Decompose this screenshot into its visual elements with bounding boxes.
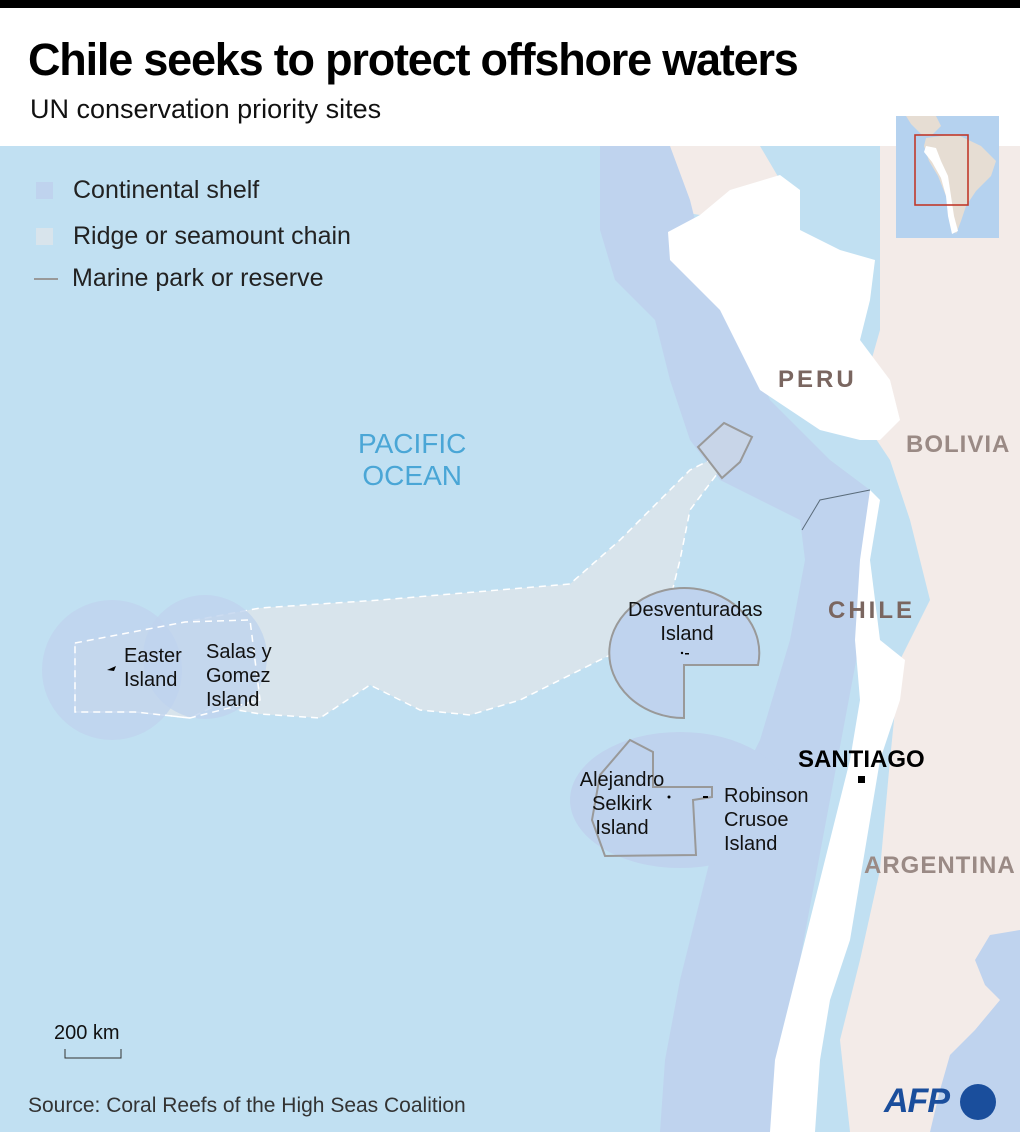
inset-graphic (906, 116, 996, 234)
ridge-swatch-icon (36, 228, 53, 245)
ocean-label-line2: OCEAN (362, 460, 462, 491)
island-label-line: Gomez (206, 665, 271, 687)
island-label-line: Island (206, 689, 260, 711)
legend-label: Ridge or seamount chain (73, 222, 351, 250)
legend-marine-park: Marine park or reserve (34, 264, 323, 293)
inset-locator-map (896, 116, 999, 238)
country-label-argentina: ARGENTINA (864, 852, 1016, 879)
reserve-north (696, 421, 754, 480)
inset-frame (914, 134, 969, 206)
island-label-alejandro-selkirk: Alejandro Selkirk Island (568, 768, 676, 840)
country-label-peru: PERU (778, 366, 857, 393)
island-label-line: Island (724, 833, 778, 855)
reserve-desventuradas (608, 587, 761, 720)
island-label-line: Island (595, 817, 649, 839)
reserve-juan-fernandez (590, 738, 713, 858)
ocean-label: PACIFIC OCEAN (358, 428, 466, 492)
country-label-chile: CHILE (828, 597, 915, 624)
source-credit: Source: Coral Reefs of the High Seas Coa… (28, 1094, 466, 1117)
legend-continental-shelf: Continental shelf (36, 176, 259, 205)
afp-logo: AFP (884, 1082, 950, 1120)
legend-label: Continental shelf (73, 176, 260, 204)
santiago-marker (858, 776, 865, 783)
island-label-easter: Easter Island (124, 644, 182, 692)
island-label-line: Alejandro (579, 769, 665, 791)
island-label-line: Desventuradas (628, 599, 763, 621)
island-label-line: Salas y (206, 641, 272, 663)
top-rule (0, 0, 1020, 8)
island-label-line: Robinson (724, 785, 809, 807)
map-graphic (42, 146, 1020, 1132)
country-label-bolivia: BOLIVIA (906, 431, 1011, 458)
peru-land (668, 175, 900, 440)
ocean-label-line1: PACIFIC (358, 428, 467, 459)
reserve-line-icon (34, 277, 58, 280)
map-canvas: Continental shelf Ridge or seamount chai… (0, 146, 1020, 1132)
atlantic-shelf (930, 930, 1020, 1132)
chile-land (770, 490, 905, 1132)
afp-logo-dot (960, 1084, 996, 1120)
legend-ridge: Ridge or seamount chain (36, 222, 351, 251)
scale-label: 200 km (54, 1022, 120, 1044)
island-label-line: Selkirk (591, 793, 652, 815)
city-label-santiago: SANTIAGO (798, 746, 925, 773)
island-label-line: Island (124, 669, 178, 691)
legend-label: Marine park or reserve (72, 264, 324, 292)
island-label-line: Island (660, 623, 714, 645)
island-label-line: Crusoe (724, 809, 789, 831)
page-title: Chile seeks to protect offshore waters (28, 34, 799, 85)
shelf-swatch-icon (36, 182, 53, 199)
island-label-desventuradas: Desventuradas Island (628, 598, 763, 646)
island-label-salas-y-gomez: Salas y Gomez Island (206, 640, 272, 712)
island-label-line: Easter (124, 645, 182, 667)
continental-shelf (600, 146, 870, 1132)
island-label-robinson-crusoe: Robinson Crusoe Island (724, 784, 809, 856)
scale-bar (64, 1049, 122, 1059)
page-subtitle: UN conservation priority sites (30, 94, 382, 124)
